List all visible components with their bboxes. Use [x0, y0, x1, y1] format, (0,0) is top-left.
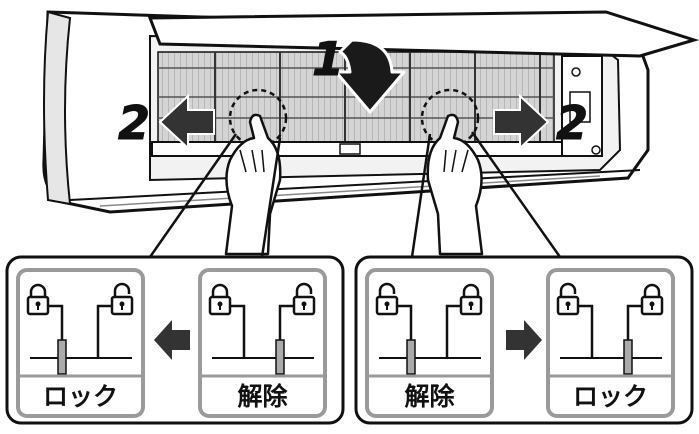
left-release-mechanism	[208, 282, 316, 375]
step-2-right-number: 2	[555, 96, 589, 150]
left-lock-label: ロック	[42, 382, 118, 411]
right-release-mechanism	[375, 282, 483, 375]
arrow-left-icon	[154, 320, 190, 360]
arrow-left-icon	[158, 93, 215, 151]
step-2-left-number: 2	[117, 96, 151, 150]
right-lock-label: ロック	[572, 382, 648, 411]
arrow-right-icon	[506, 320, 542, 360]
hand-icon	[420, 88, 484, 256]
right-lock-mechanism	[556, 282, 664, 375]
left-release-label: 解除	[237, 382, 288, 411]
arrow-down-icon	[334, 38, 406, 114]
right-release-label: 解除	[404, 382, 455, 411]
step-1-number: 1	[311, 32, 345, 86]
left-lock-mechanism	[26, 282, 134, 375]
front-panel-lid	[147, 10, 699, 58]
arrow-right-icon	[493, 93, 550, 151]
